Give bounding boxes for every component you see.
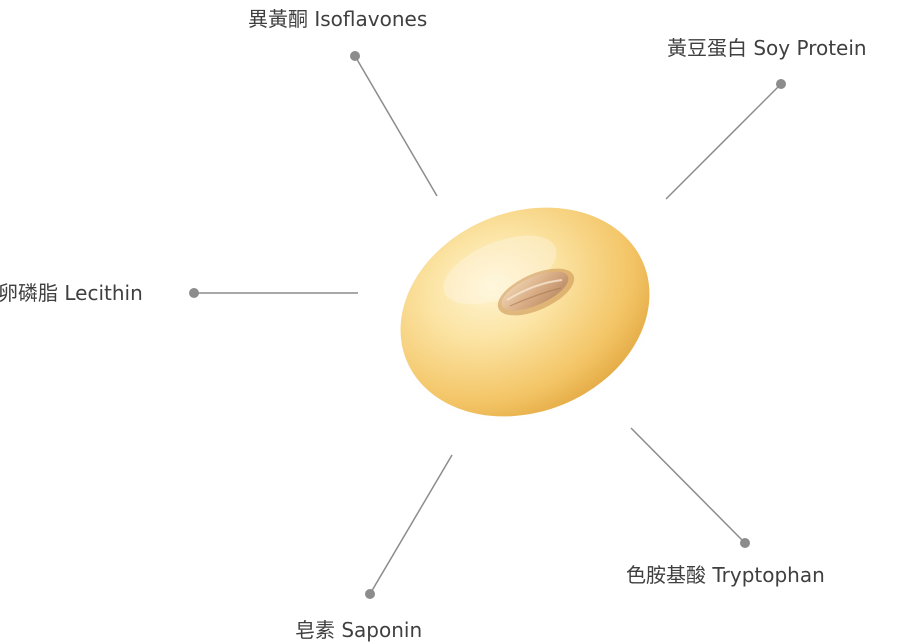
leader-line-saponin bbox=[369, 454, 453, 595]
leader-dot-tryptophan bbox=[740, 538, 750, 548]
leader-line-soy-protein bbox=[665, 83, 782, 200]
label-tryptophan: 色胺基酸 Tryptophan bbox=[626, 563, 825, 587]
leader-dot-lecithin bbox=[189, 288, 199, 298]
leader-line-tryptophan bbox=[630, 427, 746, 544]
leader-dot-isoflavones bbox=[350, 51, 360, 61]
label-lecithin: 卵磷脂 Lecithin bbox=[0, 281, 143, 305]
leader-line-isoflavones bbox=[354, 55, 438, 197]
leader-dot-soy-protein bbox=[776, 79, 786, 89]
label-isoflavones: 異黃酮 Isoflavones bbox=[248, 7, 428, 31]
hilum-seed-scar bbox=[497, 268, 575, 316]
label-soy-protein: 黃豆蛋白 Soy Protein bbox=[667, 36, 867, 60]
soybean-image bbox=[397, 207, 659, 424]
label-saponin: 皂素 Saponin bbox=[295, 618, 423, 642]
leader-dot-saponin bbox=[365, 589, 375, 599]
